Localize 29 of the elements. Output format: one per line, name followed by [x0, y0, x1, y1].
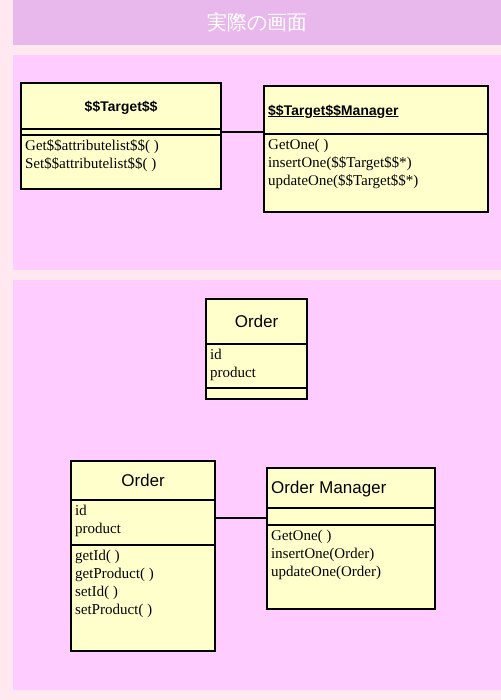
attribute-text: id [210, 346, 222, 364]
method-text: getProduct( ) [75, 565, 154, 583]
class-name: Order [121, 472, 165, 490]
association-line [222, 131, 263, 133]
class-name: $$Target$$ [84, 97, 158, 115]
method-text: insertOne(Order) [271, 545, 374, 563]
class-box [20, 82, 222, 190]
method-text: Get$$attributelist$$( ) [25, 137, 159, 155]
attribute-text: id [75, 502, 87, 520]
class-box [266, 467, 436, 610]
method-text: getId( ) [75, 547, 120, 565]
method-text: GetOne( ) [271, 527, 332, 545]
method-text: updateOne(Order) [271, 563, 381, 581]
class-box [263, 85, 489, 213]
association-line [216, 517, 266, 519]
title-bar: 実際の画面 [13, 0, 501, 45]
class-box [70, 460, 216, 652]
class-box [205, 298, 308, 400]
class-name: Order Manager [271, 479, 386, 497]
class-name: $$Target$$Manager [268, 101, 398, 119]
method-text: updateOne($$Target$$*) [268, 172, 418, 190]
method-text: Set$$attributelist$$( ) [25, 155, 156, 173]
method-text: setId( ) [75, 583, 118, 601]
attribute-text: product [75, 520, 121, 538]
class-name: Order [234, 312, 278, 331]
method-text: GetOne( ) [268, 136, 328, 154]
attribute-text: product [210, 364, 256, 382]
method-text: setProduct( ) [75, 601, 152, 619]
method-text: insertOne($$Target$$*) [268, 154, 412, 172]
